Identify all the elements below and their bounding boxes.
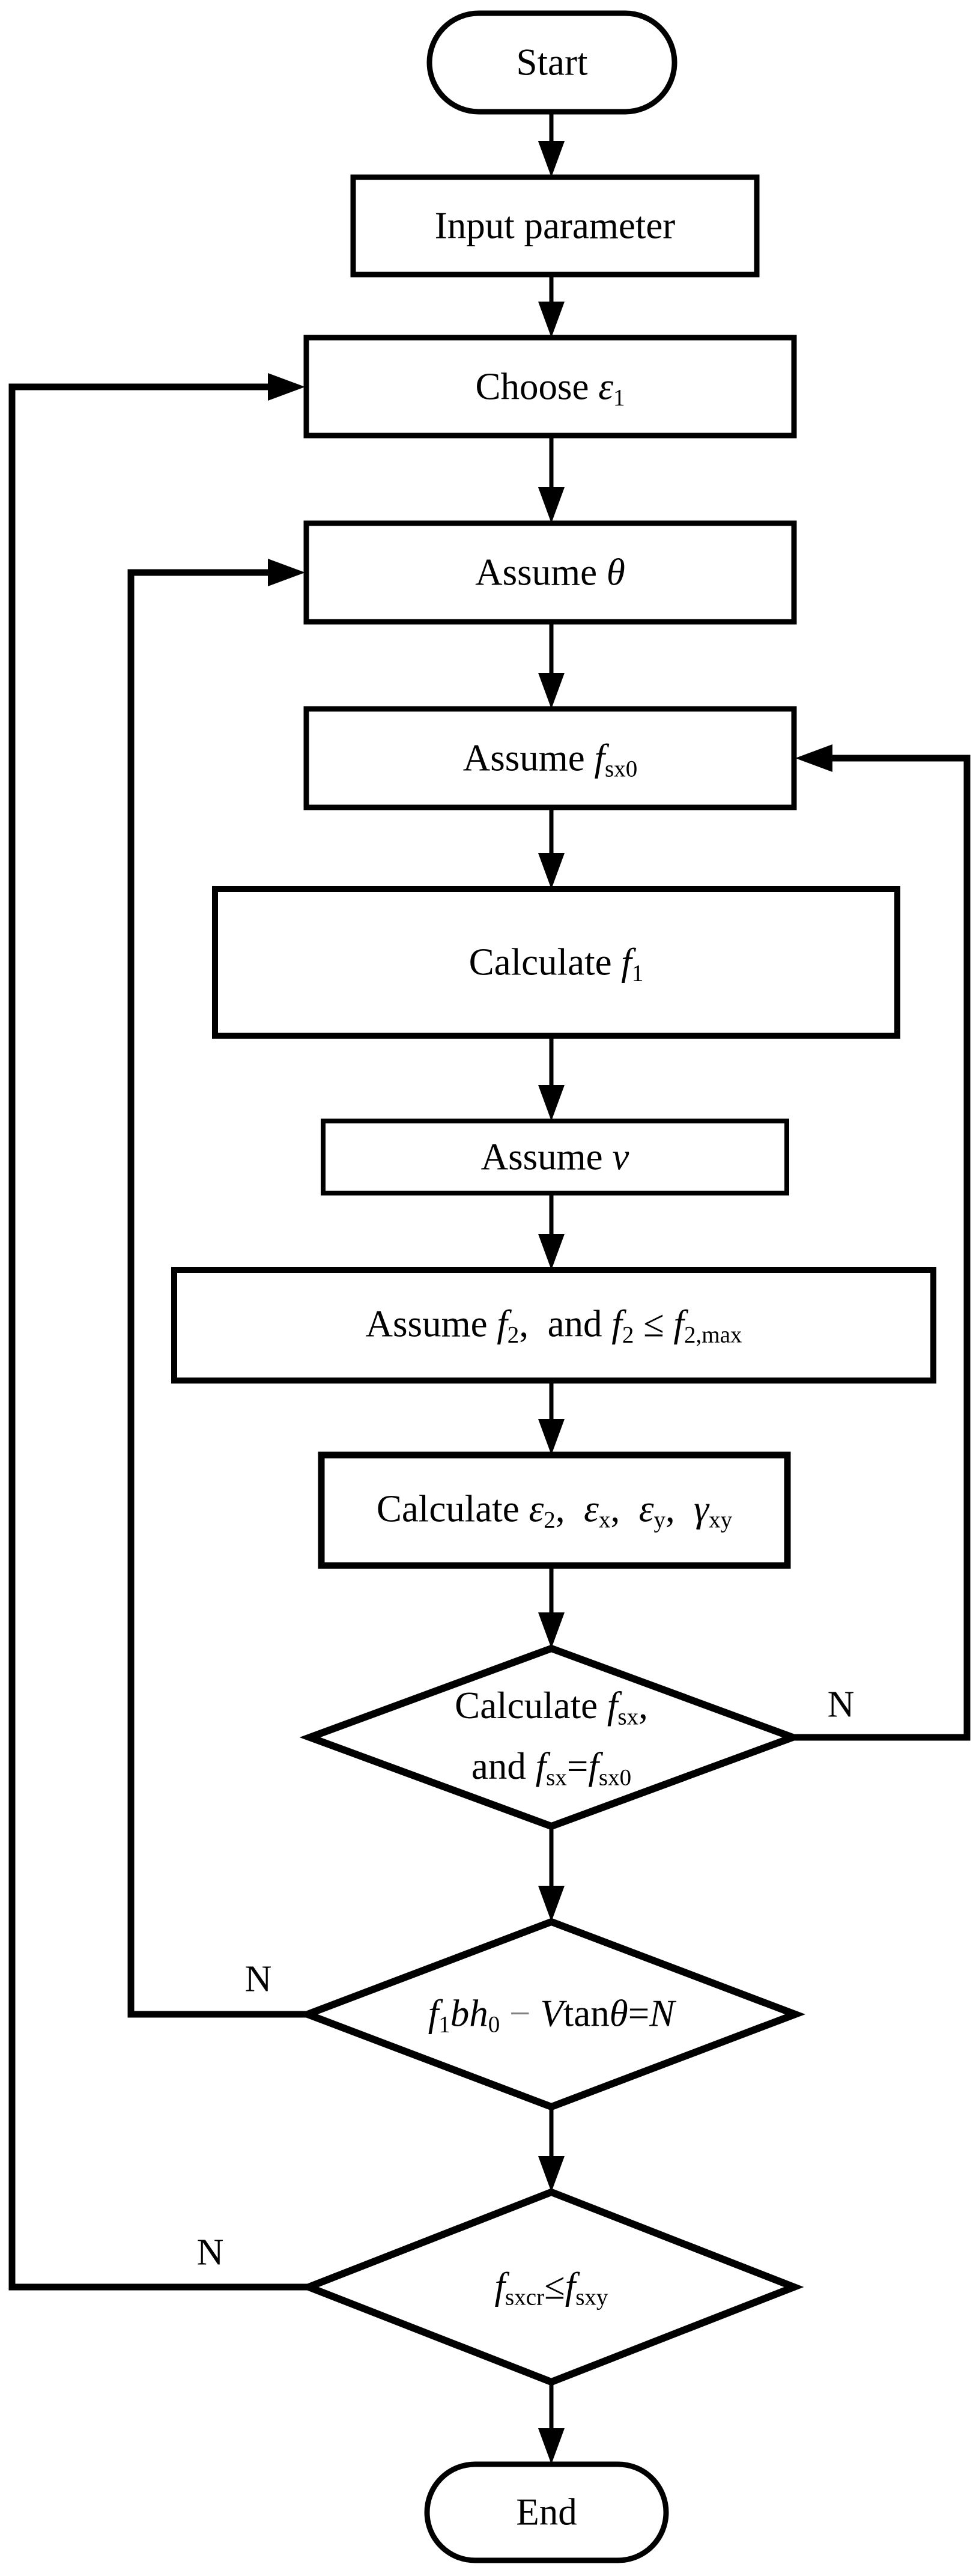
arrowhead-strains-icon bbox=[538, 1419, 565, 1455]
loop-theta-feedback-line bbox=[127, 569, 308, 2018]
arrowhead-decision3-icon bbox=[538, 2156, 565, 2192]
assume-theta-label: Assume θ bbox=[475, 551, 625, 594]
decision-crack-diamond bbox=[299, 2188, 804, 2386]
input-parameter-label: Input parameter bbox=[434, 204, 676, 247]
decision-equilibrium-label: f1bh0 − Vtanθ=N bbox=[428, 1992, 675, 2038]
arrowhead-v-icon bbox=[538, 1085, 565, 1121]
decision-equilibrium-diamond bbox=[297, 1918, 805, 2111]
calculate-f1-box bbox=[212, 886, 900, 1039]
assume-v-label: Assume v bbox=[480, 1135, 629, 1178]
arrowhead-end-icon bbox=[538, 2428, 565, 2464]
start-terminator-shape bbox=[426, 10, 677, 115]
input-parameter-box bbox=[350, 174, 760, 278]
branch-label-equilibrium-no: N bbox=[244, 1958, 272, 2000]
calculate-strains-box bbox=[318, 1451, 791, 1569]
arrowhead-decision2-icon bbox=[538, 1886, 565, 1922]
decision-fsx-label: Calculate fsx, and fsx=fsx0 bbox=[455, 1675, 648, 1797]
choose-eps1-box bbox=[303, 335, 797, 439]
calculate-strains-label: Calculate ε2, εx, εy, γxy bbox=[376, 1487, 733, 1533]
calculate-f1-label: Calculate f1 bbox=[468, 941, 644, 986]
end-terminator-shape bbox=[424, 2461, 669, 2563]
decision-fsx-label-line2: and fsx=fsx0 bbox=[471, 1745, 632, 1791]
loop-eps1-arrowhead-icon bbox=[268, 373, 305, 401]
arrowhead-input-icon bbox=[538, 141, 565, 177]
branch-label-crack-no: N bbox=[196, 2232, 224, 2273]
assume-fsx0-box bbox=[303, 706, 797, 810]
branch-label-fsx-no: N bbox=[827, 1684, 855, 1725]
arrowhead-f2-icon bbox=[538, 1234, 565, 1270]
start-label: Start bbox=[516, 41, 588, 84]
arrowhead-choose-icon bbox=[538, 302, 565, 338]
loop-fsx0-feedback-line bbox=[793, 755, 971, 1741]
loop-fsx0-arrowhead-icon bbox=[795, 744, 832, 772]
assume-f2-box bbox=[171, 1267, 936, 1384]
assume-theta-box bbox=[303, 520, 797, 625]
decision-crack-label: fsxcr≤fsxy bbox=[494, 2265, 608, 2310]
choose-eps1-label: Choose ε1 bbox=[475, 365, 625, 411]
loop-eps1-feedback-line bbox=[8, 383, 309, 2291]
end-label: End bbox=[516, 2491, 577, 2533]
assume-f2-label: Assume f2, and f2 ≤ f2,max bbox=[365, 1302, 742, 1348]
arrowhead-calcf1-icon bbox=[538, 853, 565, 889]
arrowhead-theta-icon bbox=[538, 487, 565, 523]
decision-fsx-label-line1: Calculate fsx, bbox=[455, 1684, 648, 1730]
assume-v-box bbox=[321, 1119, 789, 1195]
assume-fsx0-label: Assume fsx0 bbox=[462, 737, 638, 782]
loop-theta-arrowhead-icon bbox=[268, 559, 305, 586]
arrowhead-fsx0-icon bbox=[538, 673, 565, 709]
arrowhead-decision1-icon bbox=[538, 1612, 565, 1648]
decision-fsx-diamond bbox=[299, 1644, 804, 1830]
